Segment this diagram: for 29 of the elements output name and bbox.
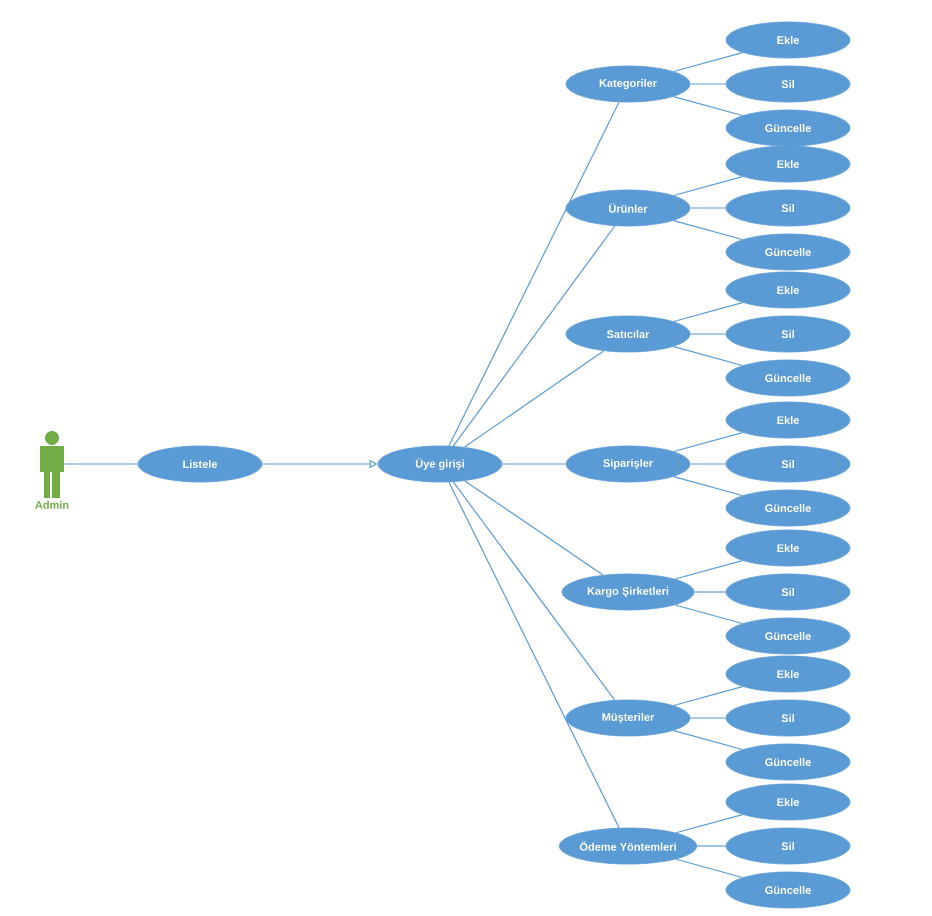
connector (674, 604, 743, 625)
connector (673, 95, 743, 117)
connector (501, 463, 567, 465)
connector (689, 717, 727, 719)
connector (464, 480, 604, 576)
connector (675, 858, 743, 879)
connector (63, 463, 139, 465)
connector (463, 350, 605, 448)
connector (448, 101, 620, 447)
connector (673, 301, 743, 323)
connector (696, 845, 727, 847)
connector (689, 207, 727, 209)
connector (675, 813, 743, 834)
connector (689, 333, 727, 335)
connector (448, 481, 620, 829)
connector (693, 591, 727, 593)
connector (673, 345, 743, 367)
connector (673, 175, 743, 197)
connector (689, 463, 727, 465)
connector (673, 431, 743, 453)
connector (452, 225, 616, 447)
connector (674, 559, 743, 580)
connector (673, 475, 743, 497)
connector (673, 51, 743, 73)
connector (673, 685, 743, 707)
connector (452, 481, 616, 701)
connector (673, 729, 743, 751)
connector (673, 219, 743, 241)
connector (689, 83, 727, 85)
